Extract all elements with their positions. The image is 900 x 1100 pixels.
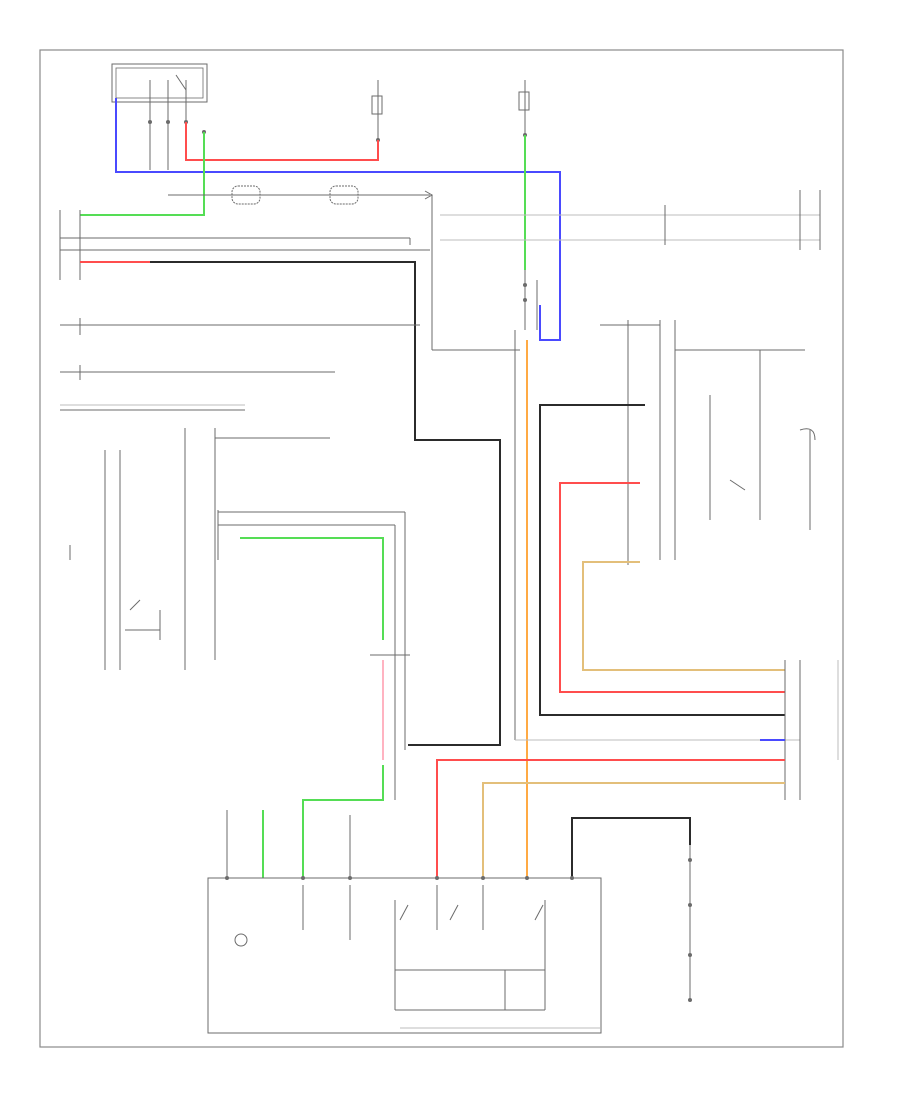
connector-row-top [168, 185, 434, 205]
fuse-top-right [518, 80, 530, 140]
mid-left-rows [60, 318, 420, 411]
wire-blue [115, 98, 561, 341]
wire-green-center [240, 537, 384, 640]
left-connector-stack [59, 210, 430, 280]
center-module [523, 270, 538, 330]
right-relay-area [600, 320, 816, 565]
diagram-frame [39, 49, 844, 1048]
wire-green-left [80, 132, 205, 216]
wire-dark-left [150, 261, 501, 746]
wire-red-top [185, 122, 379, 161]
seat-heater-switch-module [111, 63, 208, 170]
wire-green-lower [302, 765, 384, 878]
wire-red-lower [436, 759, 785, 878]
right-top-connectors [440, 190, 821, 250]
wire-dark-right [539, 404, 785, 716]
wire-tan-right [582, 561, 785, 671]
wire-dark-lower [571, 817, 691, 878]
lower-right-connectors [515, 660, 801, 800]
center-connector-stack [217, 510, 410, 800]
bottom-module [207, 876, 602, 1034]
wire-tan-lower [482, 782, 785, 878]
left-switch-block [69, 428, 330, 670]
wire-red-right [559, 482, 785, 693]
